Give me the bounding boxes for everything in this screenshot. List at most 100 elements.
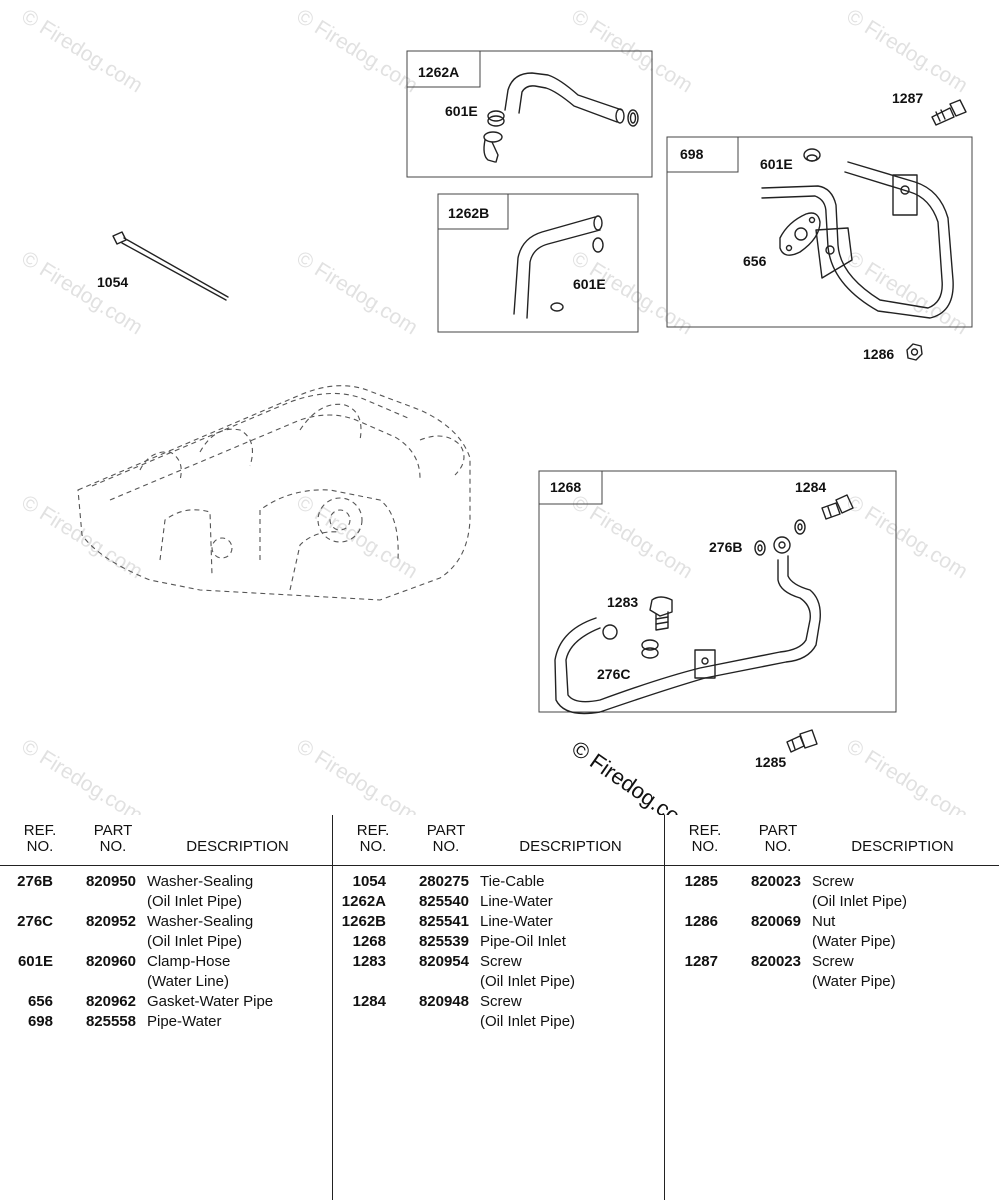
screw-1287-icon [931, 99, 967, 126]
watermark: © Firedog.com [567, 247, 696, 340]
cable-tie-1054-icon [112, 231, 229, 301]
callout-1287: 1287 [892, 90, 923, 106]
part-number: 820962 [85, 993, 136, 1010]
kit-box-1268: 1268 1284 276B 1283 276C [538, 470, 897, 715]
part-description: Screw [812, 873, 854, 890]
callout-1286: 1286 [863, 346, 894, 362]
screw-1285-icon [786, 729, 818, 753]
header-description: DESCRIPTION [186, 838, 289, 855]
part-number: 820069 [750, 913, 801, 930]
part-description: Pipe-Water [147, 1013, 222, 1030]
hose-clamp-icon [487, 109, 639, 127]
callout-1268: 1268 [550, 479, 581, 495]
washer-sealing-icon [641, 519, 806, 659]
watermark: © Firedog.com [842, 735, 971, 815]
callout-601E: 601E [445, 103, 478, 119]
nut-1286-icon [906, 343, 923, 361]
part-number: 820952 [85, 913, 136, 930]
table-row: 1268 825539 Pipe-Oil Inlet [333, 932, 665, 952]
ref-number: 1262A [341, 893, 386, 910]
table-row: 1286 820069 Nut (Water Pipe) [665, 912, 999, 952]
part-description: Line-Water [480, 913, 553, 930]
callout-1262A: 1262A [418, 64, 459, 80]
watermark: © Firedog.com [292, 5, 421, 98]
ref-number: 1284 [352, 993, 386, 1010]
gasket-water-pipe-icon [779, 212, 821, 256]
callout-601E: 601E [760, 156, 793, 172]
watermark: © Firedog.com [17, 247, 146, 340]
parts-rows: 1285 820023 Screw (Oil Inlet Pipe) 1286 82006… [665, 866, 999, 992]
part-number: 825539 [418, 933, 469, 950]
kit-box-1262B: 1262B 601E [437, 193, 639, 333]
part-description: Pipe-Oil Inlet [480, 933, 566, 950]
engine-block-outline [77, 385, 471, 601]
callout-1285: 1285 [755, 754, 786, 770]
watermark: © Firedog.com [292, 491, 421, 584]
hose-clamp-icon [550, 237, 604, 312]
ref-number: 276C [17, 913, 53, 930]
parts-diagram: © Firedog.com © Firedog.com © Firedog.co… [17, 5, 973, 815]
part-description: (Water Pipe) [812, 973, 896, 990]
oil-inlet-pipe-1268-icon [554, 536, 821, 715]
header-ref: REF.NO. [23, 822, 57, 855]
watermark: © Firedog.com [842, 5, 971, 98]
part-description: (Oil Inlet Pipe) [480, 1013, 576, 1030]
callout-276C: 276C [597, 666, 630, 682]
ref-number: 1268 [352, 933, 386, 950]
header-description: DESCRIPTION [519, 838, 622, 855]
watermark: © Firedog.com [17, 735, 146, 815]
part-description: Clamp-Hose [147, 953, 231, 970]
watermark: © Firedog.com [292, 735, 421, 815]
part-description: Line-Water [480, 893, 553, 910]
kit-box-698: 698 601E 656 [666, 136, 973, 328]
part-description: (Oil Inlet Pipe) [147, 933, 243, 950]
ref-number: 698 [27, 1013, 53, 1030]
ref-number: 1262B [341, 913, 386, 930]
part-number: 820023 [750, 953, 801, 970]
part-description: (Water Pipe) [812, 933, 896, 950]
part-description: (Water Line) [147, 973, 229, 990]
ref-number: 276B [17, 873, 53, 890]
callout-698: 698 [680, 146, 704, 162]
ref-number: 1286 [684, 913, 718, 930]
water-line-1262B-icon [513, 215, 603, 319]
watermark: © Firedog.com [17, 491, 146, 584]
callout-1054: 1054 [97, 274, 128, 290]
hose-clamp-icon [803, 148, 821, 162]
ref-number: 1285 [684, 873, 718, 890]
part-description: (Oil Inlet Pipe) [812, 893, 908, 910]
watermark: © Firedog.com [567, 491, 696, 584]
part-description: Washer-Sealing [147, 873, 254, 890]
ref-number: 1283 [352, 953, 386, 970]
water-pipe-698-icon [761, 161, 954, 319]
water-line-1262A-icon [504, 72, 625, 124]
callout-1283: 1283 [607, 594, 638, 610]
part-number: 825558 [85, 1013, 136, 1030]
part-description: Nut [812, 913, 836, 930]
part-description: Screw [480, 993, 522, 1010]
part-description: Screw [480, 953, 522, 970]
ref-number: 601E [17, 953, 53, 970]
callout-601E: 601E [573, 276, 606, 292]
ref-number: 1287 [684, 953, 718, 970]
header-ref: REF.NO. [356, 822, 390, 855]
watermark: © Firedog.com [292, 247, 421, 340]
